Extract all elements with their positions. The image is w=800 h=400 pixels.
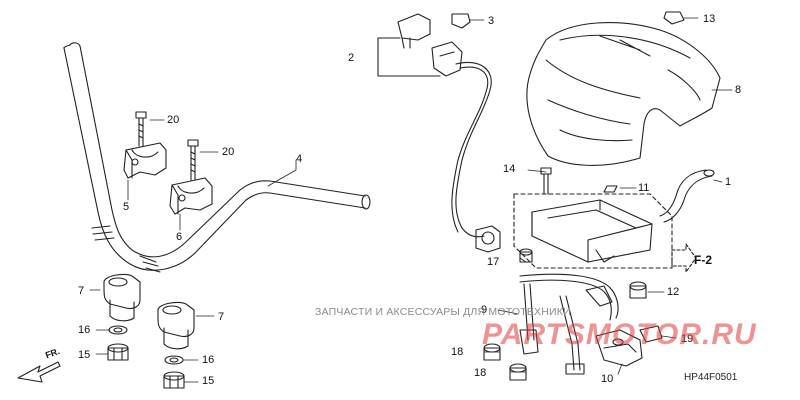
ecu-unit <box>531 167 653 263</box>
callout-20-upper: 20 <box>167 114 180 126</box>
callout-10: 10 <box>601 373 614 385</box>
callout-1: 1 <box>725 176 732 188</box>
lower-holder-left <box>103 273 141 361</box>
callout-2-bracket <box>377 37 441 77</box>
front-arrow <box>17 361 61 383</box>
callout-3: 3 <box>488 15 495 27</box>
callout-12: 12 <box>667 286 680 298</box>
handlebar <box>63 42 371 273</box>
watermark-tagline: ЗАПЧАСТИ И АКСЕССУАРЫ ДЛЯ МОТОТЕХНИКИ <box>315 306 571 318</box>
diagram-code: HP44F0501 <box>684 372 738 383</box>
f2-reference-label: F-2 <box>694 253 712 267</box>
callout-7-right: 7 <box>218 311 225 323</box>
callout-17: 17 <box>487 256 500 268</box>
callout-9: 9 <box>481 304 488 316</box>
callout-11: 11 <box>638 182 650 194</box>
ecu-box <box>513 193 673 269</box>
handlebar-cover <box>526 22 721 166</box>
callout-4: 4 <box>296 153 303 165</box>
nut-12 <box>629 281 647 299</box>
callout-15-left: 15 <box>78 349 91 361</box>
f2-arrow <box>671 243 697 273</box>
clip-13 <box>663 11 685 25</box>
watermark-logo: PARTSMOTOR.RU <box>482 318 757 351</box>
upper-holder-6 <box>169 139 213 215</box>
callout-19: 19 <box>681 333 694 345</box>
leader-lines <box>89 17 733 383</box>
switch-assembly <box>397 13 501 253</box>
callout-7-left: 7 <box>78 285 85 297</box>
callout-6: 6 <box>176 231 183 243</box>
cable-1 <box>659 169 715 223</box>
callout-16-right: 16 <box>202 354 215 366</box>
callout-8: 8 <box>735 84 742 96</box>
callout-16-left: 16 <box>78 324 91 336</box>
lower-holder-right <box>157 301 195 389</box>
callout-18-lower: 18 <box>474 367 487 379</box>
callout-2: 2 <box>348 52 355 64</box>
callout-18-upper: 18 <box>451 346 464 358</box>
callout-15-right: 15 <box>202 375 215 387</box>
callout-5: 5 <box>123 201 130 213</box>
callout-13: 13 <box>703 13 716 25</box>
bracket-10 <box>595 325 663 367</box>
upper-holder-5 <box>123 111 167 179</box>
callout-20-lower: 20 <box>222 146 235 158</box>
callout-14: 14 <box>503 163 516 175</box>
stay-9 <box>519 248 619 375</box>
